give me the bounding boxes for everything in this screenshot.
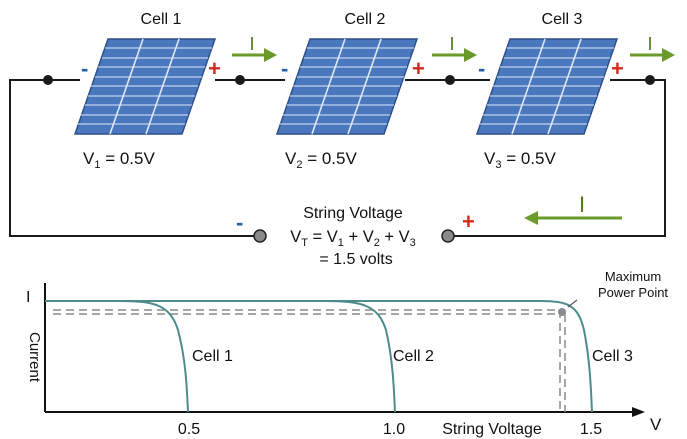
x-tick-label: 1.5	[580, 421, 602, 438]
x-axis-symbol: V	[650, 415, 662, 434]
circuit-wires	[9, 79, 666, 237]
positive-terminal	[441, 229, 455, 243]
circuit-loop-wire	[9, 79, 666, 237]
cell-labels: Cell 1 Cell 2 Cell 3	[141, 11, 583, 28]
cell-1-minus-sign: -	[81, 56, 88, 81]
string-voltage-equation: VT = V1 + V2 + V3	[290, 228, 416, 249]
current-arrows-top: I I I	[232, 34, 675, 62]
x-tick-label: 1.0	[383, 421, 405, 438]
panel-grid	[480, 38, 614, 135]
cell-3-curve	[325, 300, 593, 413]
mpp-label-line1: Maximum	[605, 269, 661, 284]
cell-2-minus-sign: -	[281, 56, 288, 81]
solar-panel-3	[475, 38, 619, 135]
cell-1-label: Cell 1	[141, 11, 182, 28]
cell-2-label: Cell 2	[345, 11, 386, 28]
x-axis-arrowhead	[632, 407, 645, 417]
junction-dot	[445, 75, 455, 85]
current-arrow-3: I	[630, 34, 675, 62]
terminal-plus-sign: +	[462, 209, 475, 234]
iv-graph: Maximum Power Point I Current V String V…	[26, 269, 668, 438]
junction-dots	[43, 75, 655, 85]
string-voltage-block: String Voltage VT = V1 + V2 + V3 = 1.5 v…	[290, 205, 416, 268]
negative-terminal	[253, 229, 267, 243]
string-voltage-title: String Voltage	[303, 205, 403, 222]
current-symbol: I	[579, 192, 585, 217]
cell-voltage-labels: V1 = 0.5V V2 = 0.5V V3 = 0.5V	[83, 149, 556, 171]
cell-polarity-signs: - + - + - +	[81, 56, 624, 81]
x-axis-label: String Voltage	[442, 421, 542, 438]
cell-3-plus-sign: +	[611, 56, 624, 81]
y-axis-symbol: I	[26, 289, 30, 306]
current-symbol: I	[249, 34, 254, 54]
current-arrow-return: I	[524, 192, 622, 225]
mpp-label-line2: Power Point	[598, 285, 668, 300]
cell-2-plus-sign: +	[412, 56, 425, 81]
y-axis-label: Current	[26, 332, 43, 383]
cell-3-label: Cell 3	[542, 11, 583, 28]
current-arrow-2: I	[432, 34, 477, 62]
current-arrow-1: I	[232, 34, 277, 62]
cell-1-voltage: V1 = 0.5V	[83, 149, 155, 171]
junction-dot	[645, 75, 655, 85]
solar-panel-2	[275, 38, 419, 135]
cell-1-plus-sign: +	[208, 56, 221, 81]
string-voltage-result: = 1.5 volts	[319, 251, 392, 268]
current-symbol: I	[449, 34, 454, 54]
cell-2-curve	[120, 300, 396, 413]
cell-1-curve-label: Cell 1	[192, 348, 233, 365]
terminal-minus-sign: -	[236, 210, 243, 235]
mpp-guide-lines	[53, 309, 566, 412]
max-power-point-marker	[558, 308, 566, 316]
cell-3-minus-sign: -	[478, 56, 485, 81]
cell-2-curve-label: Cell 2	[393, 348, 434, 365]
cell-2-voltage: V2 = 0.5V	[285, 149, 357, 171]
x-tick-label: 0.5	[178, 421, 200, 438]
cell-1-curve	[45, 300, 189, 413]
panel-grid	[78, 38, 212, 135]
panel-grid	[280, 38, 414, 135]
output-terminals: - +	[236, 209, 475, 243]
solar-panel-1	[73, 38, 217, 135]
mpp-pointer	[567, 299, 578, 308]
junction-dot	[43, 75, 53, 85]
cell-3-curve-label: Cell 3	[592, 348, 633, 365]
junction-dot	[235, 75, 245, 85]
cell-3-voltage: V3 = 0.5V	[484, 149, 556, 171]
current-symbol: I	[647, 34, 652, 54]
